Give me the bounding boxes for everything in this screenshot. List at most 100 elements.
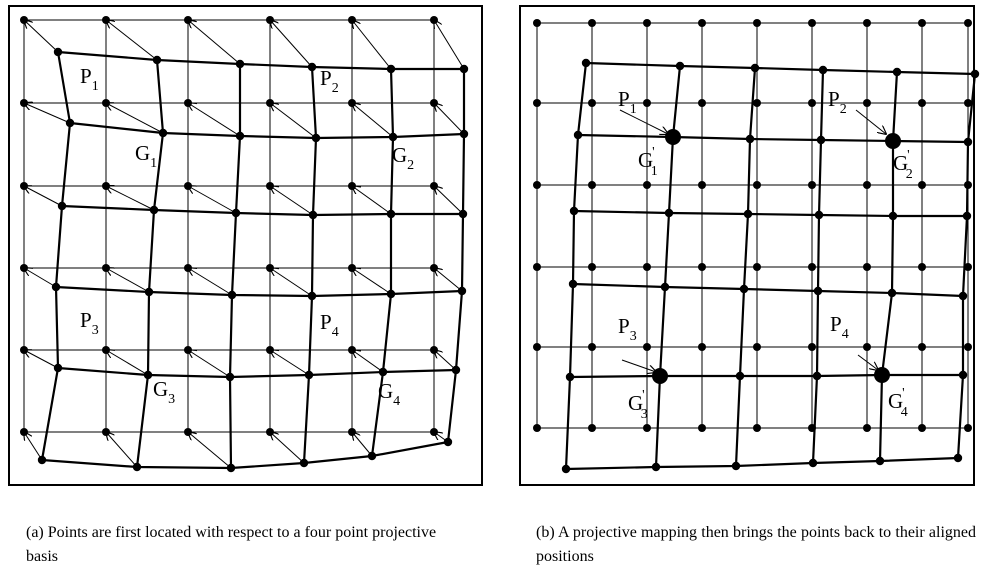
warped-point	[226, 463, 236, 473]
label-p2: P2	[320, 66, 339, 96]
warped-point	[459, 64, 469, 74]
grid-point	[430, 99, 438, 107]
displacement-arrow	[188, 186, 237, 214]
grid-point	[588, 99, 596, 107]
displacement-arrow	[188, 432, 232, 469]
grid-point	[863, 263, 871, 271]
warped-point	[304, 370, 314, 380]
basis-arrow	[857, 354, 878, 370]
grid-point	[266, 428, 274, 436]
grid-point	[808, 181, 816, 189]
grid-point	[753, 181, 761, 189]
displacement-arrow	[270, 186, 314, 216]
panel-a-displacement-arrows	[24, 20, 465, 469]
grid-point	[588, 424, 596, 432]
mapped-col-3	[811, 69, 825, 464]
mapped-col-2	[734, 67, 757, 467]
grid-point	[533, 181, 541, 189]
displacement-arrow	[434, 186, 464, 215]
grid-point	[588, 19, 596, 27]
grid-point	[20, 346, 28, 354]
basis-point	[652, 368, 668, 384]
grid-point	[430, 428, 438, 436]
label-b-g1: G'1	[638, 145, 658, 179]
mapped-point	[875, 456, 885, 466]
grid-point	[20, 16, 28, 24]
displacement-arrow	[24, 350, 59, 369]
warped-point	[386, 209, 396, 219]
label-g3: G3	[153, 377, 175, 407]
grid-point	[533, 424, 541, 432]
displacement-arrow	[106, 268, 150, 293]
grid-point	[266, 99, 274, 107]
grid-point	[430, 346, 438, 354]
warp-row-4	[57, 366, 457, 379]
warped-point	[51, 282, 61, 292]
grid-point	[863, 19, 871, 27]
grid-point	[863, 343, 871, 351]
grid-point	[808, 99, 816, 107]
warp-col-3	[302, 66, 318, 464]
displacement-arrow	[188, 350, 231, 378]
displacement-arrow	[106, 350, 149, 376]
caption-b: (b) A projective mapping then brings the…	[536, 524, 976, 565]
grid-point	[348, 264, 356, 272]
panel-a-distorted-grid: P1 P2 G1 G2 P3 P4 G3 G4	[8, 5, 483, 486]
warped-point	[225, 372, 235, 382]
grid-point	[808, 19, 816, 27]
panel-b-mapped-grid	[564, 61, 977, 471]
mapped-point	[813, 286, 823, 296]
warped-point	[132, 462, 142, 472]
displacement-arrow	[270, 432, 305, 464]
grid-point	[348, 428, 356, 436]
warped-point	[457, 286, 467, 296]
mapped-row-1	[577, 133, 969, 144]
grid-point	[753, 343, 761, 351]
mapped-point	[569, 206, 579, 216]
mapped-point	[962, 211, 972, 221]
displacement-arrow	[352, 186, 392, 215]
displacement-arrow	[24, 186, 63, 207]
displacement-arrow	[106, 20, 158, 61]
warp-col-4	[370, 68, 395, 457]
mapped-col-1	[654, 65, 682, 468]
label-g1: G1	[135, 141, 157, 171]
displacement-arrow	[270, 103, 317, 139]
grid-point	[964, 99, 972, 107]
grid-point	[918, 19, 926, 27]
warped-point	[458, 209, 468, 219]
grid-point	[348, 99, 356, 107]
displacement-arrow	[270, 268, 313, 297]
mapped-point	[745, 134, 755, 144]
grid-point	[918, 343, 926, 351]
grid-point	[918, 424, 926, 432]
label-b-p2: P2	[828, 87, 847, 117]
grid-point	[918, 99, 926, 107]
mapped-row-3	[572, 282, 964, 298]
grid-point	[588, 263, 596, 271]
mapped-point	[739, 284, 749, 294]
grid-point	[102, 99, 110, 107]
grid-point	[698, 181, 706, 189]
mapped-point	[565, 372, 575, 382]
grid-point	[348, 346, 356, 354]
grid-point	[643, 263, 651, 271]
grid-point	[533, 263, 541, 271]
grid-point	[753, 19, 761, 27]
grid-point	[20, 99, 28, 107]
warped-point	[307, 291, 317, 301]
mapped-point	[958, 370, 968, 380]
grid-point	[588, 181, 596, 189]
grid-point	[698, 343, 706, 351]
grid-point	[964, 19, 972, 27]
warp-row-2	[61, 204, 463, 217]
grid-point	[266, 182, 274, 190]
mapped-point	[735, 371, 745, 381]
displacement-arrow	[270, 350, 310, 376]
displacement-arrow	[24, 103, 71, 124]
grid-point	[643, 181, 651, 189]
basis-arrow	[621, 359, 656, 372]
grid-point	[430, 16, 438, 24]
warped-point	[231, 208, 241, 218]
label-p3: P3	[80, 308, 99, 338]
